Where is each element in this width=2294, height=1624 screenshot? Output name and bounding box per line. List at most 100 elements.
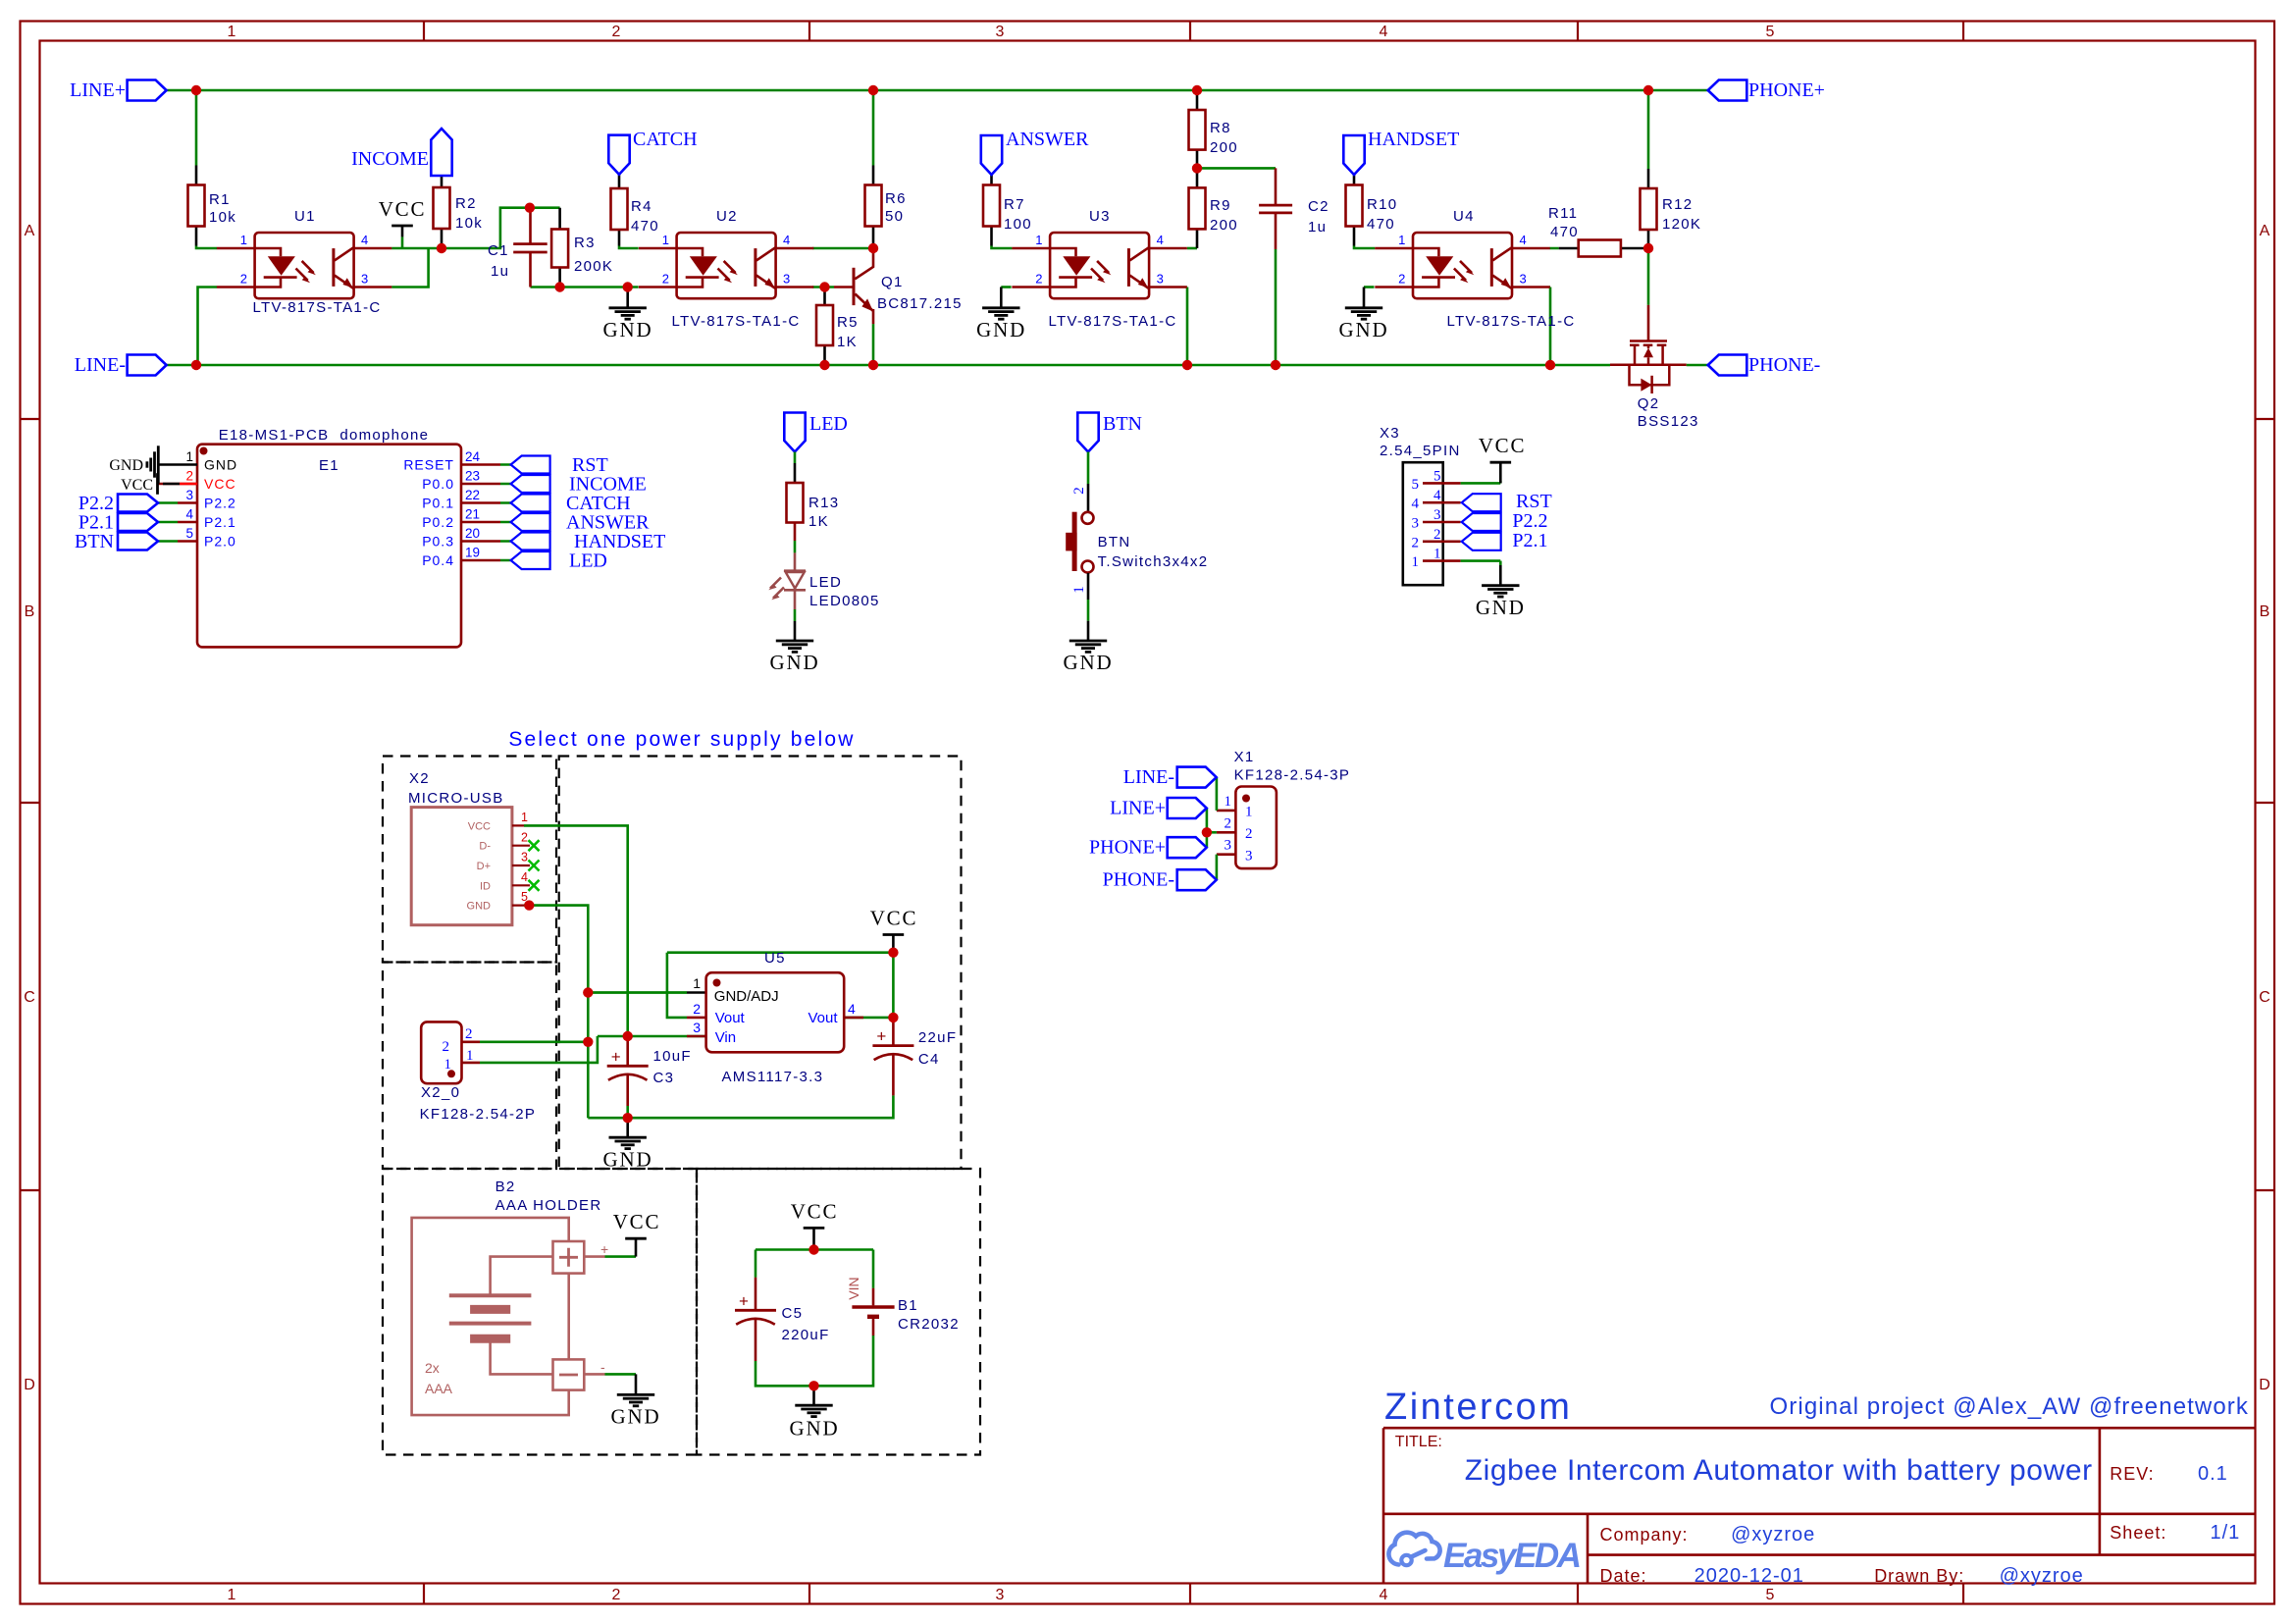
svg-text:3: 3 [361, 272, 368, 287]
svg-text:1: 1 [185, 449, 193, 464]
svg-text:19: 19 [465, 546, 480, 560]
svg-text:P2.1: P2.1 [204, 514, 236, 530]
svg-text:3: 3 [996, 1587, 1005, 1603]
svg-text:KF128-2.54-2P: KF128-2.54-2P [420, 1106, 537, 1123]
svg-text:1: 1 [1071, 586, 1087, 594]
svg-text:R8: R8 [1210, 120, 1231, 136]
svg-text:4: 4 [848, 1001, 856, 1017]
svg-text:GND: GND [603, 318, 653, 341]
svg-text:C: C [24, 989, 35, 1006]
svg-text:1K: 1K [808, 513, 829, 530]
svg-text:RST: RST [572, 454, 608, 476]
svg-text:10k: 10k [455, 215, 483, 232]
svg-text:R1: R1 [209, 191, 231, 208]
svg-text:1: 1 [662, 233, 669, 247]
svg-text:200: 200 [1210, 217, 1238, 234]
svg-text:R9: R9 [1210, 197, 1231, 214]
svg-text:GND: GND [603, 1147, 653, 1171]
svg-text:4: 4 [1380, 1587, 1388, 1603]
svg-text:22: 22 [465, 488, 480, 502]
svg-text:3: 3 [1434, 507, 1441, 523]
svg-text:1: 1 [228, 24, 236, 40]
svg-text:Company:: Company: [1600, 1525, 1689, 1545]
svg-text:Drawn By:: Drawn By: [1874, 1566, 1964, 1586]
svg-text:LTV-817S-TA1-C: LTV-817S-TA1-C [1446, 313, 1575, 330]
svg-text:D+: D+ [477, 861, 491, 872]
svg-text:200: 200 [1210, 139, 1238, 156]
svg-text:4: 4 [1412, 497, 1420, 512]
svg-text:Select one power supply below: Select one power supply below [508, 728, 855, 751]
svg-text:1: 1 [1398, 233, 1405, 247]
svg-text:2: 2 [1398, 272, 1405, 287]
svg-text:P0.3: P0.3 [422, 534, 454, 550]
svg-text:5: 5 [185, 526, 193, 541]
svg-text:GND: GND [204, 457, 237, 473]
svg-text:P2.2: P2.2 [204, 496, 236, 511]
svg-text:X3: X3 [1380, 425, 1400, 442]
svg-text:C2: C2 [1308, 198, 1329, 215]
svg-text:PHONE-: PHONE- [1103, 869, 1174, 891]
svg-text:1u: 1u [491, 263, 509, 280]
svg-text:Original project @Alex_AW @fre: Original project @Alex_AW @freenetwork [1770, 1393, 2249, 1420]
svg-text:Date:: Date: [1600, 1566, 1647, 1586]
svg-text:2: 2 [1434, 527, 1441, 543]
svg-text:B: B [25, 603, 35, 620]
svg-text:LINE+: LINE+ [70, 79, 126, 101]
svg-text:VIN: VIN [846, 1277, 861, 1299]
svg-text:CR2032: CR2032 [898, 1316, 960, 1333]
svg-text:ANSWER: ANSWER [566, 512, 650, 534]
svg-text:B2: B2 [495, 1179, 516, 1195]
svg-text:GND/ADJ: GND/ADJ [714, 988, 779, 1005]
svg-text:AAA HOLDER: AAA HOLDER [495, 1197, 602, 1214]
svg-text:INCOME: INCOME [351, 148, 429, 170]
svg-text:A: A [2260, 223, 2270, 239]
svg-text:4: 4 [1520, 233, 1527, 247]
svg-text:BSS123: BSS123 [1638, 413, 1699, 430]
svg-text:X2: X2 [409, 770, 430, 787]
svg-text:3: 3 [1520, 272, 1527, 287]
svg-text:5: 5 [1766, 24, 1775, 40]
svg-text:U5: U5 [764, 950, 786, 967]
svg-text:2: 2 [240, 272, 247, 287]
svg-text:T.Switch3x4x2: T.Switch3x4x2 [1098, 553, 1209, 570]
svg-text:BTN: BTN [1103, 413, 1142, 435]
svg-text:P2.2: P2.2 [78, 493, 114, 514]
svg-text:U1: U1 [294, 208, 316, 225]
svg-text:470: 470 [1550, 224, 1579, 240]
svg-text:PHONE+: PHONE+ [1089, 837, 1166, 859]
svg-text:5: 5 [1434, 468, 1441, 484]
svg-text:C3: C3 [653, 1070, 675, 1086]
svg-text:Vout: Vout [715, 1010, 746, 1026]
svg-text:LED: LED [569, 550, 607, 572]
svg-text:D: D [2259, 1377, 2270, 1393]
svg-text:R11: R11 [1548, 205, 1578, 222]
svg-text:3: 3 [693, 1020, 701, 1035]
svg-text:24: 24 [465, 449, 481, 464]
svg-text:0.1: 0.1 [2198, 1463, 2228, 1485]
svg-text:2: 2 [662, 272, 669, 287]
svg-text:LED: LED [809, 413, 848, 435]
svg-text:HANDSET: HANDSET [574, 531, 665, 552]
svg-text:1: 1 [444, 1057, 452, 1073]
svg-text:@xyzroe: @xyzroe [2000, 1565, 2084, 1587]
svg-text:U2: U2 [716, 208, 738, 225]
svg-text:KF128-2.54-3P: KF128-2.54-3P [1234, 767, 1351, 784]
svg-text:RESET: RESET [403, 457, 454, 473]
svg-text:C1: C1 [488, 242, 509, 259]
svg-text:LINE+: LINE+ [1110, 798, 1166, 819]
svg-text:3: 3 [996, 24, 1005, 40]
svg-text:GND: GND [467, 901, 492, 913]
svg-text:5: 5 [521, 890, 528, 904]
svg-text:1K: 1K [837, 334, 858, 350]
svg-text:1: 1 [1434, 547, 1441, 562]
svg-text:HANDSET: HANDSET [1368, 129, 1459, 150]
svg-text:2020-12-01: 2020-12-01 [1694, 1565, 1804, 1587]
svg-text:R6: R6 [885, 190, 907, 207]
svg-text:B: B [2260, 603, 2270, 620]
svg-text:A: A [25, 223, 35, 239]
svg-text:Zintercom: Zintercom [1384, 1387, 1572, 1428]
svg-text:PHONE-: PHONE- [1748, 354, 1820, 376]
svg-text:3: 3 [185, 488, 193, 502]
svg-text:VCC: VCC [791, 1199, 839, 1223]
svg-text:D-: D- [479, 841, 491, 853]
